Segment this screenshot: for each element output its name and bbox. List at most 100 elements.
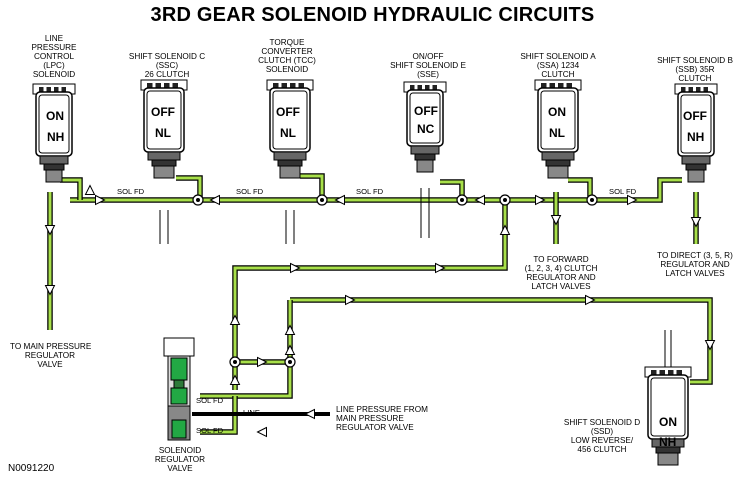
solenoid-seal — [151, 159, 177, 167]
sol-fd-label: SOL FD — [356, 187, 384, 196]
solenoid-tip — [547, 165, 569, 179]
solenoid-body — [143, 87, 185, 153]
solenoid-tip — [416, 159, 434, 173]
junction-dot-icon — [460, 198, 464, 202]
connector-pin — [155, 83, 161, 88]
flow-arrow-icon — [499, 224, 511, 235]
solenoid-regulator-valve-icon — [163, 337, 195, 441]
flow-arrow-icon — [257, 356, 268, 368]
tcc-solenoid-icon — [266, 79, 314, 179]
tcc-type: NL — [280, 126, 296, 140]
solenoid-body — [647, 374, 689, 440]
solenoid-seal — [685, 163, 707, 171]
flow-arrow-icon — [209, 194, 220, 206]
diagram-title: 3RD GEAR SOLENOID HYDRAULIC CIRCUITS — [150, 4, 595, 26]
solenoid-face — [409, 92, 441, 144]
connector-pin — [668, 370, 674, 375]
solenoid-collar — [273, 151, 307, 161]
junction-dot-icon — [320, 198, 324, 202]
connector-pin — [61, 87, 66, 92]
solenoid-body — [537, 87, 579, 153]
connector-pin — [410, 85, 415, 90]
ssa-state: ON — [548, 105, 566, 119]
connector-pin — [696, 87, 701, 92]
junction-dot-icon — [233, 360, 237, 364]
solenoid-tip — [687, 169, 705, 183]
ssc-feed-fill — [176, 176, 202, 200]
connector-pin — [541, 83, 547, 88]
lpc-feed-fill — [60, 178, 82, 200]
connector-pin — [681, 87, 686, 92]
connector-pin — [651, 370, 657, 375]
sol-fd-label: SOL FD — [196, 426, 224, 435]
ssd-type: NH — [659, 435, 677, 449]
flow-arrow-icon — [304, 408, 315, 420]
tcc-feed-fill — [300, 174, 324, 200]
solenoid-collar — [147, 151, 181, 161]
connector-pin — [417, 85, 422, 90]
solenoid-body — [677, 91, 715, 157]
ssa-feed-fill — [568, 178, 592, 200]
lpc-type: NH — [47, 130, 65, 144]
valve-spool-lower — [171, 419, 187, 439]
solenoid-face — [650, 377, 686, 437]
solenoid-face — [146, 90, 182, 150]
ssa-solenoid-icon — [534, 79, 582, 179]
solenoid-tip — [45, 169, 63, 183]
junction-dot-icon — [503, 198, 507, 202]
sol-fd-main-rail-fill — [70, 178, 682, 202]
connector-pin — [432, 85, 437, 90]
flow-arrow-icon — [627, 194, 638, 206]
connector-pin — [566, 83, 572, 88]
ssb-type: NH — [687, 130, 705, 144]
sol-fd-label: SOL FD — [236, 187, 264, 196]
solenoid-face — [272, 90, 308, 150]
flow-arrow-icon — [550, 215, 562, 226]
regulator-lower-out-fill — [200, 396, 237, 434]
ssb-solenoid-icon — [674, 83, 718, 183]
flow-arrow-icon — [284, 344, 296, 355]
connector-pin — [39, 87, 44, 92]
solenoid-seal — [414, 153, 436, 161]
connector-pin — [703, 87, 708, 92]
solenoid-collar — [410, 145, 440, 155]
connector-pin — [676, 370, 682, 375]
ssd-state: ON — [659, 415, 677, 429]
flow-arrow-icon — [690, 217, 702, 228]
flow-arrow-icon — [704, 340, 716, 351]
ssd-solenoid-label: SHIFT SOLENOID D(SSD)LOW REVERSE/456 CLU… — [563, 418, 641, 454]
junction-dot-icon — [590, 198, 594, 202]
solenoid-body — [406, 89, 444, 147]
ssd-solenoid-icon — [644, 366, 692, 466]
flow-arrow-icon — [585, 294, 596, 306]
solenoid-tip — [279, 165, 301, 179]
solenoid-collar — [39, 155, 69, 165]
sse-solenoid-icon — [403, 81, 447, 173]
flow-arrow-icon — [535, 194, 546, 206]
connector-pin — [273, 83, 279, 88]
solenoid-face — [540, 90, 576, 150]
sol-fd-label: SOL FD — [196, 396, 224, 405]
lpc-feed — [60, 177, 83, 200]
flow-arrow-icon — [284, 324, 296, 335]
solenoid-face — [680, 94, 712, 154]
solenoid-body — [269, 87, 311, 153]
valve-cap — [163, 337, 195, 357]
regulator-loop — [235, 300, 293, 399]
flow-arrow-icon — [435, 262, 446, 274]
sse-state: OFF — [414, 104, 438, 118]
lpc-solenoid-icon — [32, 83, 76, 183]
document-id: N0091220 — [8, 463, 55, 474]
valve-spool-upper — [170, 357, 188, 381]
flow-arrow-icon — [290, 262, 301, 274]
solenoid-seal — [545, 159, 571, 167]
flow-arrow-icon — [84, 184, 96, 195]
solenoid-tip — [657, 452, 679, 466]
